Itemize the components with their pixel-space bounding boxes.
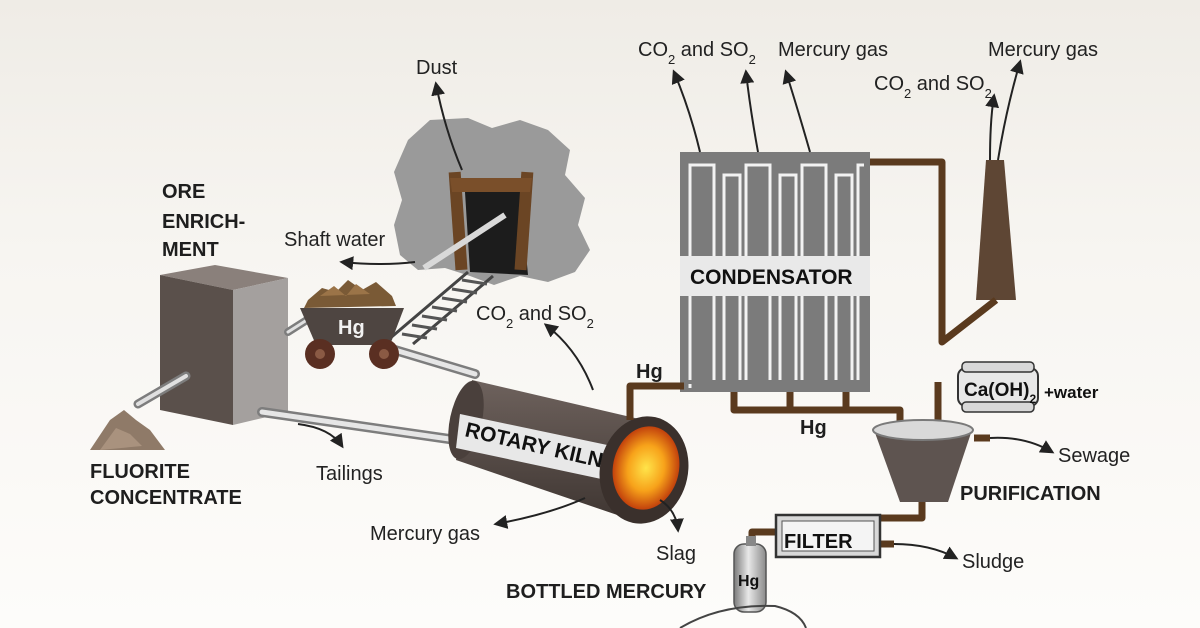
label-dust: Dust [416,57,458,79]
label-fluorite-1: FLUORITE [90,461,190,483]
arrow-sewage [989,436,1055,454]
label-condensator-hg: Hg [800,417,827,439]
chimney [976,160,1016,300]
label-ore-enrichment-1: ORE [162,181,205,203]
label-filter: FILTER [784,531,853,553]
arrow-cond-1 [671,69,701,153]
mine-rail-track [387,270,494,346]
arrow-dust [431,81,463,171]
label-kiln-mercury-gas: Mercury gas [370,523,480,545]
label-cart-hg: Hg [338,317,365,339]
label-kiln-hg: Hg [636,361,663,383]
condensator [680,152,870,392]
label-sludge: Sludge [962,551,1024,573]
label-condensator: CONDENSATOR [690,266,853,289]
rotary-kiln [448,380,689,524]
arrow-cond-3 [782,69,811,153]
label-ore-enrichment-2: ENRICH- [162,211,245,233]
purification-tank [872,419,974,502]
label-bottle-hg: Hg [738,573,759,590]
arrow-slag [659,499,684,533]
label-sewage: Sewage [1058,445,1130,467]
mercury-bottle [679,536,807,628]
label-chimney-mercury-gas: Mercury gas [988,39,1098,61]
arrow-sludge [893,543,959,560]
label-purification: PURIFICATION [960,483,1101,505]
flow-arrows [297,59,1055,560]
arrow-chimney-2 [997,59,1024,161]
label-cond-co2-so2: CO2 and SO2 [638,39,756,67]
arrow-kiln-gas [543,323,594,391]
label-fluorite-2: CONCENTRATE [90,487,242,509]
arrow-shaft-water [339,256,416,271]
arrow-tailings [297,423,344,449]
label-chimney-co2-so2: CO2 and SO2 [874,73,992,101]
label-shaft-water: Shaft water [284,229,386,251]
label-caoh2: Ca(OH)2 [964,380,1036,406]
arrow-chimney-1 [985,93,1000,161]
ore-enrichment-unit [160,265,288,425]
fluorite-pile [90,410,165,450]
pipes-brown [626,158,999,550]
label-cond-mercury-gas: Mercury gas [778,39,888,61]
label-tailings: Tailings [316,463,383,485]
caoh2-container [957,361,1039,413]
filter-unit [774,513,882,559]
label-slag: Slag [656,543,696,565]
label-kiln-co2-so2: CO2 and SO2 [476,303,594,331]
mine-entrance [422,171,534,275]
arrow-cond-2 [740,69,759,153]
label-ore-enrichment-3: MENT [162,239,219,261]
label-plus-water: +water [1044,383,1099,402]
arrow-mercury-gas [493,497,586,529]
label-bottled-mercury: BOTTLED MERCURY [506,581,707,603]
mine-cart [300,280,404,369]
